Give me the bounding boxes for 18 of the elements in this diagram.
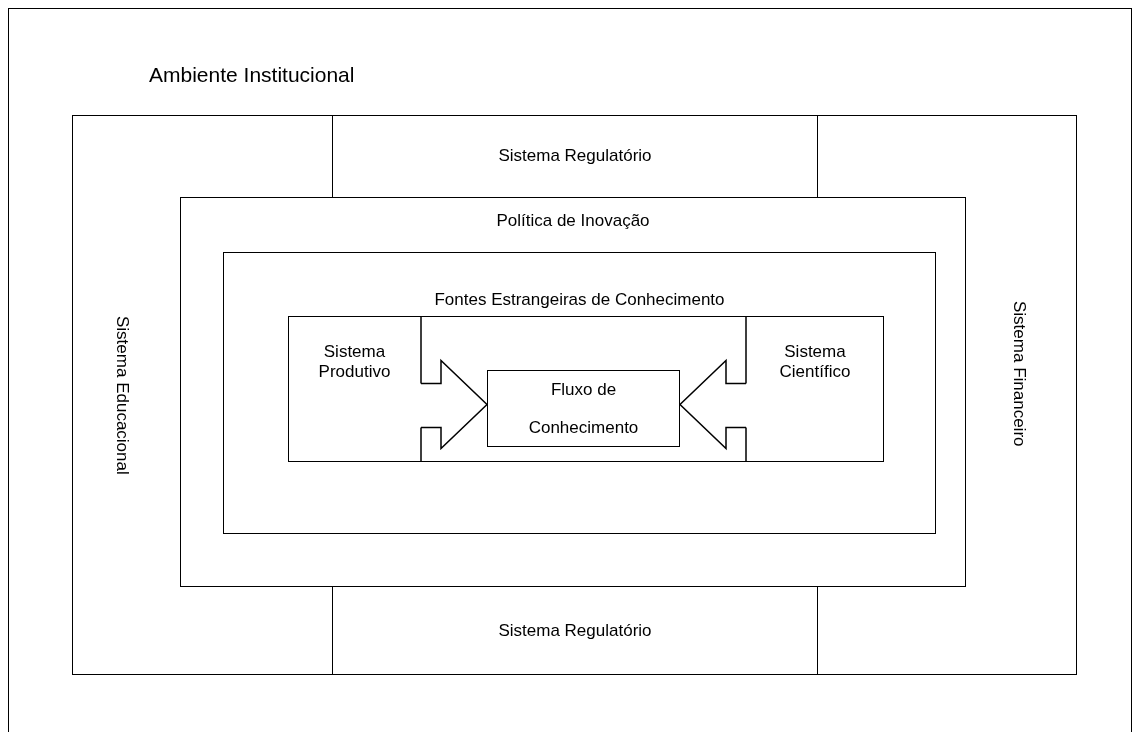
- block-arrow: [678, 358, 747, 451]
- empty-box: [288, 316, 884, 462]
- box-heading: Política de Inovação: [496, 210, 650, 232]
- region-box: [332, 115, 818, 197]
- side-label: Sistema Educacional: [111, 316, 133, 475]
- box-label: Fluxo de Conhecimento: [527, 379, 640, 439]
- region-box: [332, 587, 818, 675]
- band-label: Sistema Regulatório: [498, 620, 652, 643]
- frame-title: Ambiente Institucional: [149, 62, 355, 88]
- region-box: [487, 370, 680, 447]
- side-label: Sistema Financeiro: [1008, 301, 1030, 447]
- region-box: [223, 252, 936, 534]
- block-arrow: [420, 358, 489, 451]
- box-label: Sistema Produtivo: [317, 342, 392, 383]
- box-heading: Fontes Estrangeiras de Conhecimento: [434, 289, 725, 311]
- region-box: [180, 197, 966, 587]
- box-label: Sistema Científico: [778, 342, 852, 383]
- band-label: Sistema Regulatório: [498, 145, 652, 168]
